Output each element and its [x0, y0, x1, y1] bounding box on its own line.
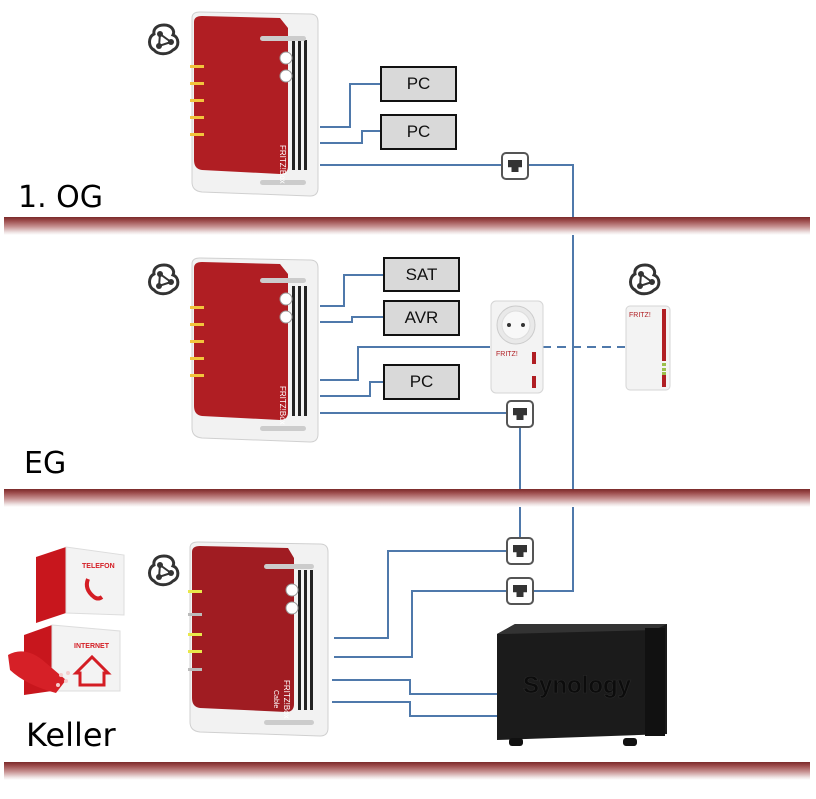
ethernet-jack-icon [506, 400, 534, 428]
cable-eg-pc [320, 381, 383, 397]
cable-og-pc1 [320, 83, 380, 128]
plug-brand-label: FRITZ! [496, 351, 518, 358]
cable-og-jack-down [529, 164, 574, 592]
fritzbox-router-eg: FRITZ!Box [190, 257, 319, 443]
client-pc-og-1: PC [380, 66, 457, 102]
client-sat-eg: SAT [383, 257, 460, 292]
client-pc-eg: PC [383, 364, 460, 400]
router-brand-label: FRITZ!Box [282, 680, 291, 719]
floor-divider-og [4, 217, 810, 235]
cable-k-nas1 [332, 679, 497, 695]
cable-eg-avr [320, 316, 383, 323]
adapter-brand-label: FRITZ! [629, 312, 651, 319]
fritzbox-router-og: FRITZ!Box [190, 11, 319, 197]
fritzbox-cable-router-keller: FRITZ!Box Cable [188, 541, 329, 737]
router-brand-label: FRITZ!Box [278, 145, 287, 184]
client-pc-og-2: PC [380, 114, 457, 150]
isp-internet-label: INTERNET [74, 643, 110, 650]
cable-eg-sat [320, 274, 383, 307]
isp-telefon-label: TELEFON [82, 563, 115, 570]
powerline-adapter-eg: FRITZ! [625, 305, 671, 391]
isp-telefon-internet-cubes: TELEFON INTERNET [8, 546, 125, 695]
ethernet-jack-icon [506, 577, 534, 605]
client-avr-eg: AVR [383, 300, 460, 336]
mesh-network-icon [629, 263, 661, 296]
floor-divider-keller [4, 762, 810, 780]
mesh-network-icon [148, 23, 180, 56]
cable-k-nas2 [332, 701, 497, 717]
cable-k-jack2 [334, 590, 506, 658]
nas-brand-label: Synology [523, 672, 632, 699]
mesh-network-icon [148, 263, 180, 296]
mesh-network-icon [148, 554, 180, 587]
floor-label-eg: EG [24, 446, 67, 481]
floor-divider-eg [4, 489, 810, 507]
ethernet-jack-icon [501, 152, 529, 180]
cable-k-jack1 [334, 550, 506, 639]
powerline-plug-eg: FRITZ! [490, 300, 544, 394]
cable-eg-plug [320, 346, 490, 381]
synology-nas: Synology [497, 624, 667, 746]
ethernet-jack-icon [506, 537, 534, 565]
floor-label-og: 1. OG [18, 180, 104, 215]
floor-label-keller: Keller [26, 716, 116, 754]
router-brand-label: FRITZ!Box [278, 386, 287, 425]
router-model-label: Cable [272, 690, 279, 708]
cable-og-pc2 [320, 130, 380, 144]
